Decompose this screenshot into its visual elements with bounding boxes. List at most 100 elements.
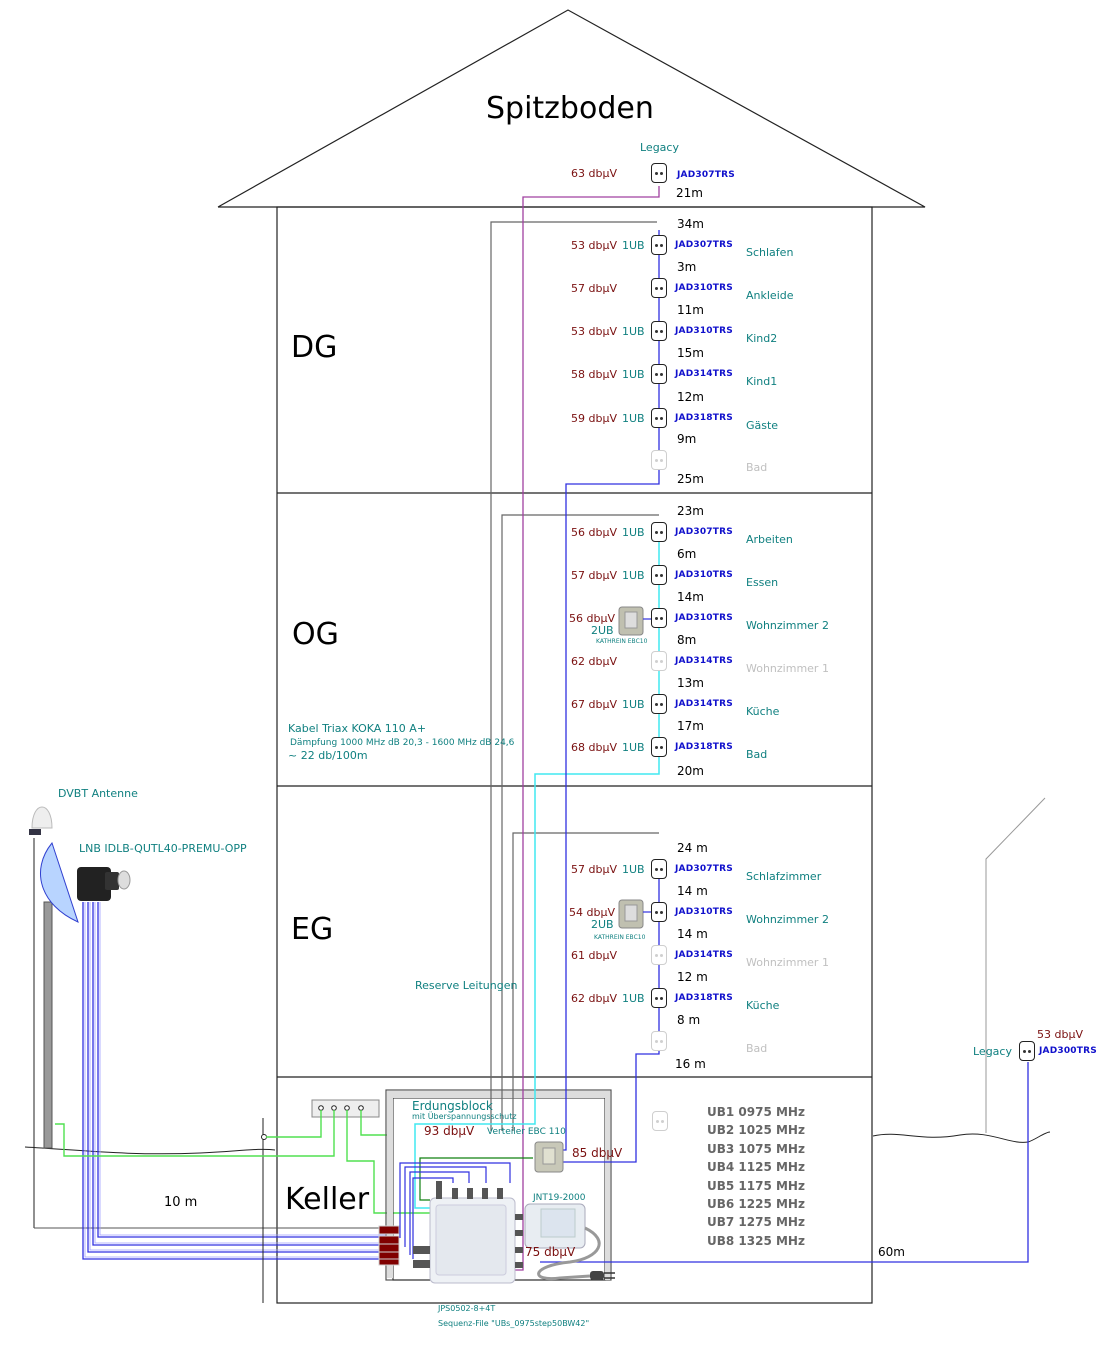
signal-level: 53 dbµV <box>571 325 617 338</box>
unicable-count: 1UB <box>622 325 645 338</box>
spitzboden-dbuv: 63 dbµV <box>571 167 617 180</box>
tv-socket <box>651 945 667 965</box>
socket-model: JAD310TRS <box>675 907 733 917</box>
ub-frequency: UB2 1025 MHz <box>707 1123 805 1138</box>
ub-frequency: UB1 0975 MHz <box>707 1105 805 1119</box>
length-segment: 14m <box>677 590 704 604</box>
tv-socket <box>651 522 667 542</box>
ub-frequency: UB5 1175 MHz <box>707 1178 805 1193</box>
floor-label-og: OG <box>292 617 339 652</box>
tv-socket-garden <box>1019 1041 1035 1061</box>
psu-device <box>524 1203 615 1281</box>
dvbt-antenna-icon <box>31 806 53 829</box>
distance-label: 10 m <box>164 1195 198 1210</box>
room-label: Wohnzimmer 1 <box>746 662 829 675</box>
tv-socket <box>651 902 667 922</box>
unicable-count: 1UB <box>622 412 645 425</box>
tv-socket <box>651 408 667 428</box>
reserve-cables-label: Reserve Leitungen <box>415 979 518 992</box>
grounding-block-sub: mit Überspannungsschutz <box>412 1112 517 1121</box>
ub-frequency: UB7 1275 MHz <box>707 1215 805 1230</box>
spitzboden-model: JAD307TRS <box>677 170 735 180</box>
length-segment: 34m <box>677 217 704 231</box>
signal-level: 68 dbµV <box>571 741 617 754</box>
room-label: Küche <box>746 999 780 1012</box>
psu-label: JNT19-2000 <box>533 1193 586 1203</box>
length-segment: 3m <box>677 260 697 274</box>
unicable-count: 1UB <box>622 239 645 252</box>
unicable-count: 1UB <box>622 992 645 1005</box>
room-label: Schlafen <box>746 246 794 259</box>
signal-level: 56 dbµV <box>569 612 615 625</box>
garden-model: JAD300TRS <box>1039 1046 1097 1056</box>
signal-level: 56 dbµV <box>571 526 617 539</box>
tv-socket <box>651 364 667 384</box>
multiswitch-device <box>413 1181 523 1284</box>
cable-garden <box>540 1062 1029 1263</box>
kathrein-label-eg: KATHREIN EBC10 <box>594 934 646 941</box>
og-length-after: 20m <box>677 764 704 778</box>
multiswitch-label: JPS0502-8+4T <box>438 1304 496 1313</box>
room-label: Bad <box>746 461 768 474</box>
length-segment: 24 m <box>677 841 708 855</box>
room-label: Wohnzimmer 2 <box>746 913 829 926</box>
garden-room: Legacy <box>973 1045 1012 1058</box>
unicable-count: 1UB <box>622 863 645 876</box>
room-label: Ankleide <box>746 289 794 302</box>
ground-line-left <box>24 1146 276 1155</box>
room-label: Wohnzimmer 2 <box>746 619 829 632</box>
cable-og <box>414 540 660 1209</box>
socket-model: JAD318TRS <box>675 993 733 1003</box>
socket-model: JAD314TRS <box>675 950 733 960</box>
splitter-dbuv: 85 dbµV <box>572 1146 623 1160</box>
garden-dbuv: 53 dbµV <box>1037 1028 1083 1041</box>
socket-model: JAD314TRS <box>675 699 733 709</box>
socket-model: JAD314TRS <box>675 656 733 666</box>
garden-shed <box>985 797 1046 1133</box>
room-label: Kind1 <box>746 375 778 388</box>
room-label: Gäste <box>746 419 779 432</box>
cable-approx: ~ 22 db/100m <box>288 749 368 762</box>
ground-line-right <box>872 1131 1051 1143</box>
tv-socket <box>651 608 667 628</box>
kathrein-label-og: KATHREIN EBC10 <box>596 638 648 645</box>
length-segment: 15m <box>677 346 704 360</box>
tv-socket <box>651 565 667 585</box>
room-label: Arbeiten <box>746 533 793 546</box>
signal-level: 62 dbµV <box>571 655 617 668</box>
length-segment: 9m <box>677 432 697 446</box>
socket-model: JAD307TRS <box>675 240 733 250</box>
length-segment: 12m <box>677 390 704 404</box>
grounding-block-label: Erdungsblock <box>412 1099 493 1113</box>
unicable-count: 1UB <box>622 741 645 754</box>
length-segment: 14 m <box>677 927 708 941</box>
room-label: Bad <box>746 748 768 761</box>
signal-level: 61 dbµV <box>571 949 617 962</box>
antenna-mast <box>43 901 53 1149</box>
grounding-dbuv: 93 dbµV <box>424 1124 475 1138</box>
signal-level: 57 dbµV <box>571 282 617 295</box>
socket-model: JAD314TRS <box>675 369 733 379</box>
lnb-label: LNB IDLB-QUTL40-PREMU-OPP <box>79 842 247 855</box>
ub-frequency: UB6 1225 MHz <box>707 1197 805 1211</box>
title-spitzboden: Spitzboden <box>486 91 654 126</box>
tv-socket <box>651 737 667 757</box>
splitter-label: Verteiler EBC 110 <box>487 1127 566 1137</box>
ub-frequency: UB4 1125 MHz <box>707 1160 805 1175</box>
floor-label-eg: EG <box>291 912 334 947</box>
room-label: Bad <box>746 1042 768 1055</box>
tv-socket <box>651 988 667 1008</box>
socket-model: JAD318TRS <box>675 413 733 423</box>
socket-model: JAD307TRS <box>675 864 733 874</box>
socket-model: JAD310TRS <box>675 613 733 623</box>
length-segment: 8m <box>677 633 697 647</box>
tv-socket <box>651 278 667 298</box>
cable-attenuation: Dämpfung 1000 MHz dB 20,3 - 1600 MHz dB … <box>290 738 515 748</box>
length-segment: 12 m <box>677 970 708 984</box>
splitter-ebc110 <box>534 1141 564 1173</box>
cable-name: Kabel Triax KOKA 110 A+ <box>288 722 427 735</box>
length-segment: 17m <box>677 719 704 733</box>
length-segment: 23m <box>677 504 704 518</box>
unicable-count: 2UB <box>591 624 614 637</box>
spitzboden-length: 21m <box>676 186 703 200</box>
